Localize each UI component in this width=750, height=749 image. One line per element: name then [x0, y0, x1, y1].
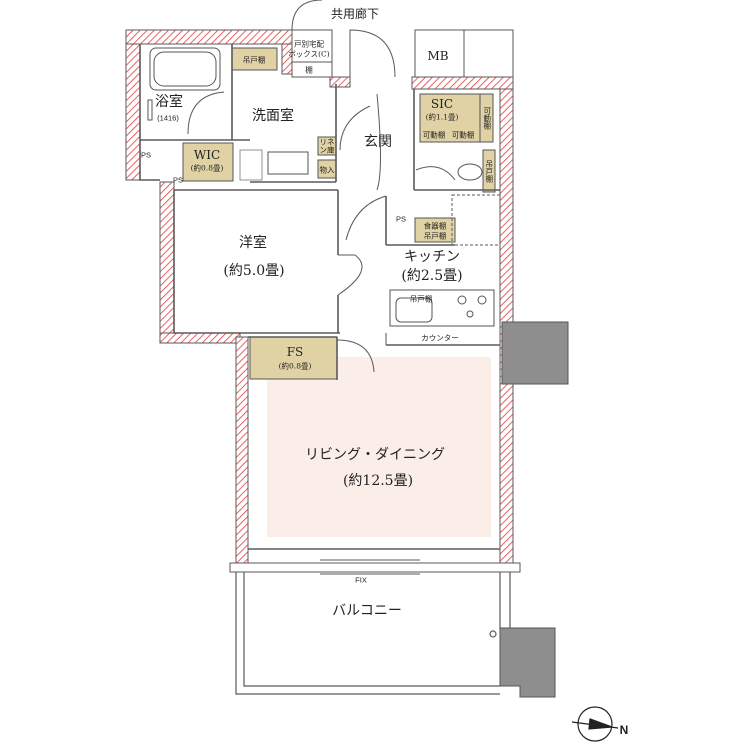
corridor-label: 共用廊下	[330, 7, 380, 21]
fix-window	[229, 559, 521, 575]
fs-label: FS	[286, 345, 304, 359]
washroom-label: 洗面室	[252, 108, 294, 124]
kitchen-label: キッチン	[404, 249, 460, 265]
delivery-box-shelf: 棚	[305, 65, 313, 75]
bath-door	[187, 91, 225, 135]
ps-label-2: PS	[172, 175, 184, 185]
doors	[336, 93, 456, 373]
kitchen-side-shelf: 吊戸棚	[484, 159, 494, 183]
partitions	[139, 44, 500, 550]
kitchen-hanging-shelf: 吊戸棚	[409, 294, 433, 304]
toilet	[457, 163, 483, 181]
pantry-label: 食器棚	[423, 221, 447, 231]
bath-size: (1416)	[157, 113, 179, 123]
balcony-block	[499, 627, 556, 698]
pantry-sub-label: 吊戸棚	[423, 231, 447, 241]
compass-north-label: N	[619, 723, 629, 737]
corridor-area	[291, 0, 514, 246]
living-label: リビング・ダイニング	[305, 447, 445, 463]
ps-label-1: PS	[140, 150, 152, 160]
sic-label: SIC	[430, 97, 454, 111]
wic-size: (約0.8畳)	[190, 163, 224, 173]
bath-shelf: 吊戸棚	[242, 55, 266, 65]
compass	[571, 706, 619, 742]
delivery-box-line1: 戸別宅配	[294, 39, 324, 49]
washroom-storage-label: 物入	[319, 165, 335, 175]
delivery-box-line2: ボックス(C)	[288, 49, 330, 59]
western-room-label: 洋室	[239, 235, 267, 251]
linen-storage-label: リネン庫	[319, 137, 335, 154]
living-floor	[267, 357, 491, 537]
outdoor-unit-block	[501, 321, 569, 385]
living-size: (約12.5畳)	[342, 473, 414, 489]
sic-shelf-2: 可動棚	[451, 130, 475, 140]
kitchen-size: (約2.5畳)	[401, 268, 463, 284]
kitchen-counter	[385, 289, 495, 345]
mb-label: MB	[427, 49, 449, 63]
fs-size: (約0.8畳)	[278, 361, 312, 371]
counter-label: カウンター	[421, 333, 459, 343]
balcony-outline	[235, 572, 511, 695]
ps-label-3: PS	[395, 214, 407, 224]
bath-label: 浴室	[155, 94, 183, 110]
washer-pan	[239, 149, 263, 181]
sic-shelf-1: 可動棚	[422, 130, 446, 140]
balcony-label: バルコニー	[332, 603, 402, 619]
western-room-size: (約5.0畳)	[223, 263, 285, 279]
wic-label: WIC	[193, 148, 221, 162]
sic-side-shelf: 可動棚	[482, 106, 492, 130]
bathtub	[147, 47, 221, 121]
fix-label: FIX	[355, 575, 367, 585]
washbasin	[267, 151, 309, 175]
genkan-label: 玄関	[364, 134, 392, 150]
sic-size: (約1.1畳)	[425, 112, 459, 122]
